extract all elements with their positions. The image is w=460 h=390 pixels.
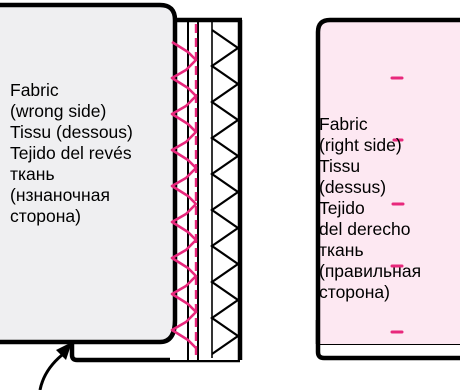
wrong-side-label-line: Tejido del revés xyxy=(10,143,132,163)
right-side-label-line: del derecho xyxy=(319,219,411,239)
wrong-side-label-line: Fabric xyxy=(10,80,59,100)
right-fabric-outline xyxy=(315,17,460,344)
right-side-label: Fabric (right side) Tissu (dessus) Tejid… xyxy=(319,114,421,303)
overlock-zigzag xyxy=(210,29,240,355)
right-side-panel xyxy=(315,17,460,361)
fabric-outline xyxy=(0,2,178,345)
wrong-side-label-line: (wrong side) xyxy=(10,101,107,121)
right-side-label-line: Tissu xyxy=(319,156,361,176)
folded-hem-edge xyxy=(69,342,240,363)
wrong-side-panel xyxy=(0,2,243,390)
wrong-side-label-line: ткань xyxy=(10,164,55,184)
right-hem-fold xyxy=(315,320,460,361)
wrong-side-label: Fabric (wrong side) Tissu (dessous) Teji… xyxy=(10,80,133,227)
right-side-label-line: ткань xyxy=(319,240,364,260)
blind-hem-stitch xyxy=(170,40,198,349)
fabric-body xyxy=(0,5,175,342)
right-side-label-line: (правильная xyxy=(319,261,422,281)
right-side-label-line: Tejido xyxy=(319,198,365,218)
visible-stitch-marks xyxy=(390,76,405,334)
arrow-icon xyxy=(38,342,72,390)
right-side-label-line: (dessus) xyxy=(319,177,387,197)
right-fabric-body xyxy=(318,20,460,344)
right-side-label-line: Fabric xyxy=(319,114,368,134)
right-side-label-line: сторона) xyxy=(319,282,390,302)
wrong-side-label-line: (нзнаночная xyxy=(10,185,110,205)
right-side-label-line: (right side) xyxy=(319,135,402,155)
wrong-side-label-line: Tissu (dessous) xyxy=(10,122,133,142)
wrong-side-label-line: сторона) xyxy=(10,206,81,226)
